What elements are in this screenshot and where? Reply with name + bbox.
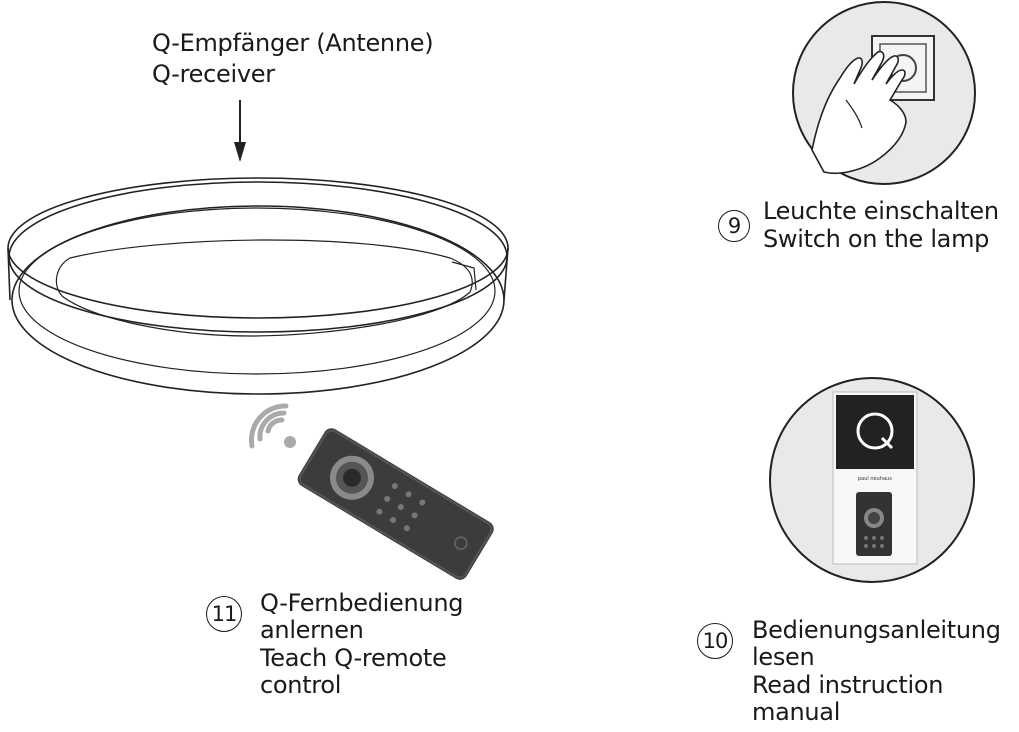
step-10-text-de: Bedienungsanleitung lesen: [752, 616, 1001, 671]
hand-pressing-wall-switch-icon: [792, 1, 976, 185]
step-9-text-en: Switch on the lamp: [763, 225, 990, 253]
step-9-text-de: Leuchte einschalten: [763, 197, 999, 225]
receiver-label-en: Q-receiver: [152, 60, 275, 88]
step-11-text-en: Teach Q-remote control: [260, 644, 447, 699]
remote-control-icon: [297, 428, 494, 580]
ceiling-lamp-illustration: [7, 177, 509, 395]
instruction-manual-icon: [769, 377, 975, 583]
manual-cover-brand: paul neuhaus: [858, 476, 892, 482]
step-10-number-badge: 10: [697, 623, 733, 659]
wireless-signal-icon: [248, 403, 296, 449]
step-11-text-de: Q-Fernbedienung anlernen: [260, 589, 464, 644]
receiver-arrow: [234, 100, 246, 162]
receiver-label-de: Q-Empfänger (Antenne): [152, 29, 434, 57]
step-10-text-en: Read instruction manual: [752, 671, 944, 726]
step-9-number-badge: 9: [718, 210, 750, 242]
step-11-number-badge: 11: [206, 596, 242, 632]
